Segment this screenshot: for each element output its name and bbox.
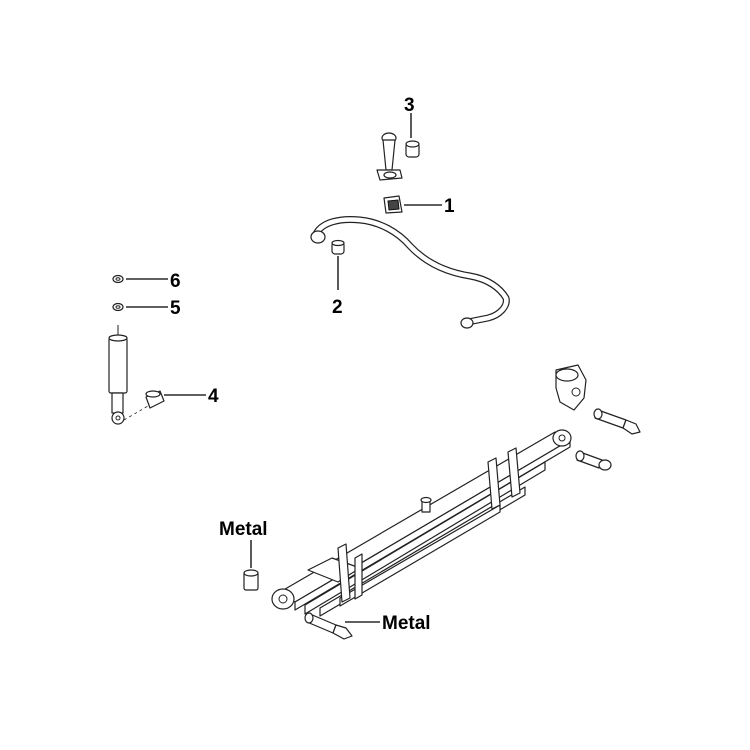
stabilizer-link-part-3 (376, 132, 403, 181)
callout-4: 4 (208, 386, 219, 407)
shackle-pin-lower (575, 450, 612, 471)
install-path-4 (123, 405, 149, 421)
link-bushing-part-3 (405, 140, 420, 158)
stabilizer-bar (310, 216, 510, 329)
callout-6: 6 (170, 271, 181, 292)
stabilizer-bushing-part-1 (383, 195, 403, 214)
nut-part-6 (112, 274, 124, 284)
callout-2: 2 (332, 297, 343, 318)
bushing-part-2 (331, 239, 345, 255)
callout-1: 1 (444, 196, 455, 217)
callout-metal-pin: Metal (382, 613, 431, 634)
spring-shackle (555, 364, 587, 411)
shackle-pin-upper (593, 408, 641, 435)
washer-part-5 (112, 302, 124, 312)
metal-pin (304, 612, 353, 640)
callout-5: 5 (170, 298, 181, 319)
callout-3: 3 (404, 95, 415, 116)
bushing-part-4 (145, 390, 165, 409)
callout-metal-bushing: Metal (219, 519, 268, 540)
shock-absorber (108, 325, 128, 425)
leaf-spring (271, 429, 572, 617)
metal-bushing (243, 569, 259, 591)
